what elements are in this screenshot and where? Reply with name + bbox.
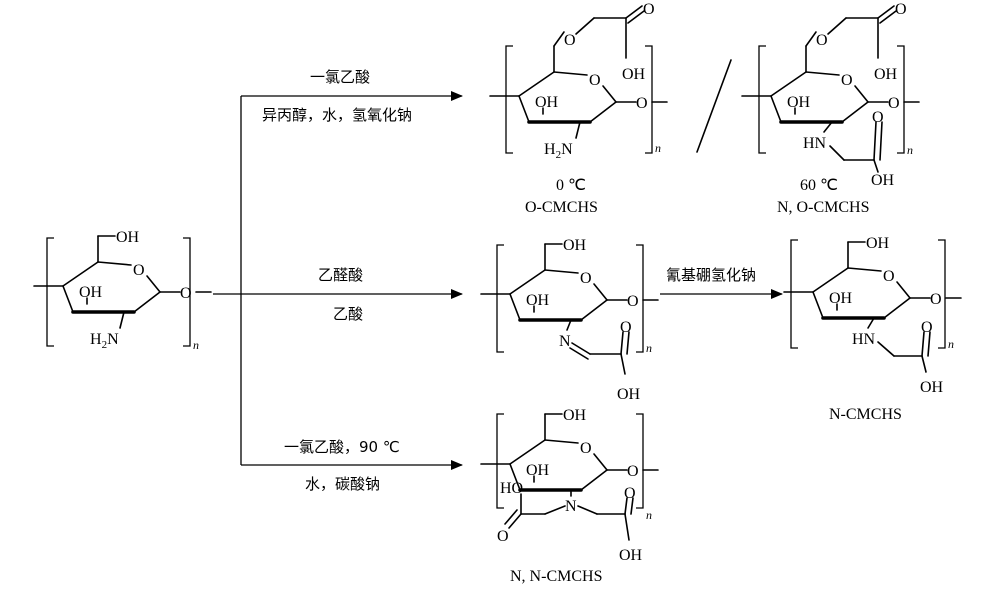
atom-o-ring: O	[580, 270, 592, 287]
atom-o-ether: O	[816, 32, 828, 49]
atom-o-carbonyl: O	[643, 1, 655, 18]
no-cmchs-structure: O O OH O O OH HN O OH	[740, 1, 921, 189]
repeat-n-nocmchs: n	[907, 143, 913, 157]
repeat-n-imine: n	[646, 341, 652, 355]
atom-oh-c6: OH	[116, 229, 140, 246]
n-cmchs-structure: OH O O OH HN O OH	[782, 235, 963, 396]
atom-hn: HN	[852, 331, 876, 348]
atom-o-carbonyl: O	[921, 319, 933, 336]
atom-oh-acid: OH	[920, 379, 944, 396]
atom-oh-right: OH	[619, 547, 643, 564]
bracket-left-ncmchs	[790, 239, 798, 349]
atom-oh-c6: OH	[866, 235, 890, 252]
atom-h2n: H2N	[544, 141, 573, 161]
top-reagent: 一氯乙酸	[310, 68, 370, 86]
atom-o-carbonyl-right: O	[624, 485, 636, 502]
bracket-left-start	[46, 237, 54, 347]
atom-o-glycosidic: O	[930, 291, 942, 308]
chitosan-structure: OH O O OH H2N	[32, 229, 213, 351]
atom-oh-acid: OH	[617, 386, 641, 403]
o-cmchs-structure: O O OH O O OH H2N	[488, 1, 669, 161]
atom-o-ring: O	[589, 72, 601, 89]
atom-oh-acid-n: OH	[871, 172, 895, 189]
bottom-conditions: 水，碳酸钠	[305, 475, 380, 493]
middle-reagent: 乙醛酸	[318, 266, 363, 284]
atom-oh-c6: OH	[563, 237, 587, 254]
reaction-arrows	[213, 91, 783, 470]
bracket-left-ocmchs	[505, 45, 513, 154]
bracket-right-start	[183, 237, 191, 347]
bracket-right-ocmchs	[645, 45, 653, 154]
atom-o-carbonyl: O	[620, 319, 632, 336]
ocmchs-temperature: 0 ℃	[556, 177, 586, 194]
nncmchs-label: N, N-CMCHS	[510, 568, 602, 585]
atom-h2n: H2N	[90, 331, 119, 351]
atom-o-glycosidic: O	[627, 293, 639, 310]
atom-oh-acid: OH	[874, 66, 898, 83]
atom-oh-c3: OH	[829, 290, 853, 307]
ocmchs-label: O-CMCHS	[525, 199, 598, 216]
reduction-reagent: 氰基硼氢化钠	[666, 266, 756, 284]
atom-ho-left: HO	[500, 480, 523, 497]
atom-o-glycosidic: O	[180, 285, 192, 302]
bracket-right-ncmchs	[938, 239, 946, 349]
atom-o-glycosidic: O	[627, 463, 639, 480]
bracket-right-imine	[636, 244, 644, 353]
atom-oh-c6: OH	[563, 407, 587, 424]
separator-slash	[696, 59, 732, 153]
atom-o-ether: O	[564, 32, 576, 49]
atom-o-carbonyl-left: O	[497, 528, 509, 545]
imine-intermediate-structure: OH O O OH N O OH	[479, 237, 660, 403]
atom-o-glycosidic: O	[888, 95, 900, 112]
bracket-left-nncmchs	[496, 413, 504, 509]
atom-o-carbonyl-n: O	[872, 109, 884, 126]
bracket-right-nncmchs	[636, 413, 644, 509]
atom-o-ring: O	[580, 440, 592, 457]
atom-hn: HN	[803, 135, 827, 152]
atom-oh-c3: OH	[535, 94, 559, 111]
nocmchs-label: N, O-CMCHS	[777, 199, 869, 216]
bracket-right-nocmchs	[897, 45, 905, 154]
bracket-left-nocmchs	[758, 45, 766, 154]
repeat-n-ocmchs: n	[655, 141, 661, 155]
middle-conditions: 乙酸	[333, 305, 363, 323]
atom-o-ring: O	[133, 262, 145, 279]
atom-oh-c3: OH	[787, 94, 811, 111]
atom-o-carbonyl: O	[895, 1, 907, 18]
nn-cmchs-structure: OH O O OH N O HO O OH	[479, 407, 660, 564]
repeat-n-start: n	[193, 338, 199, 352]
atom-n-imine: N	[559, 333, 571, 350]
top-conditions: 异丙醇，水，氢氧化钠	[262, 106, 412, 124]
repeat-n-ncmchs: n	[948, 337, 954, 351]
bracket-left-imine	[496, 244, 504, 353]
repeat-n-nncmchs: n	[646, 508, 652, 522]
atom-oh-c3: OH	[79, 284, 103, 301]
atom-oh-c3: OH	[526, 292, 550, 309]
atom-oh-acid: OH	[622, 66, 646, 83]
ncmchs-label: N-CMCHS	[829, 406, 902, 423]
nocmchs-temperature: 60 ℃	[800, 177, 838, 194]
atom-n-tertiary: N	[565, 498, 577, 515]
atom-o-ring: O	[883, 268, 895, 285]
atom-o-ring: O	[841, 72, 853, 89]
bottom-reagent: 一氯乙酸，90 ℃	[284, 438, 400, 456]
atom-oh-c3: OH	[526, 462, 550, 479]
atom-o-glycosidic: O	[636, 95, 648, 112]
